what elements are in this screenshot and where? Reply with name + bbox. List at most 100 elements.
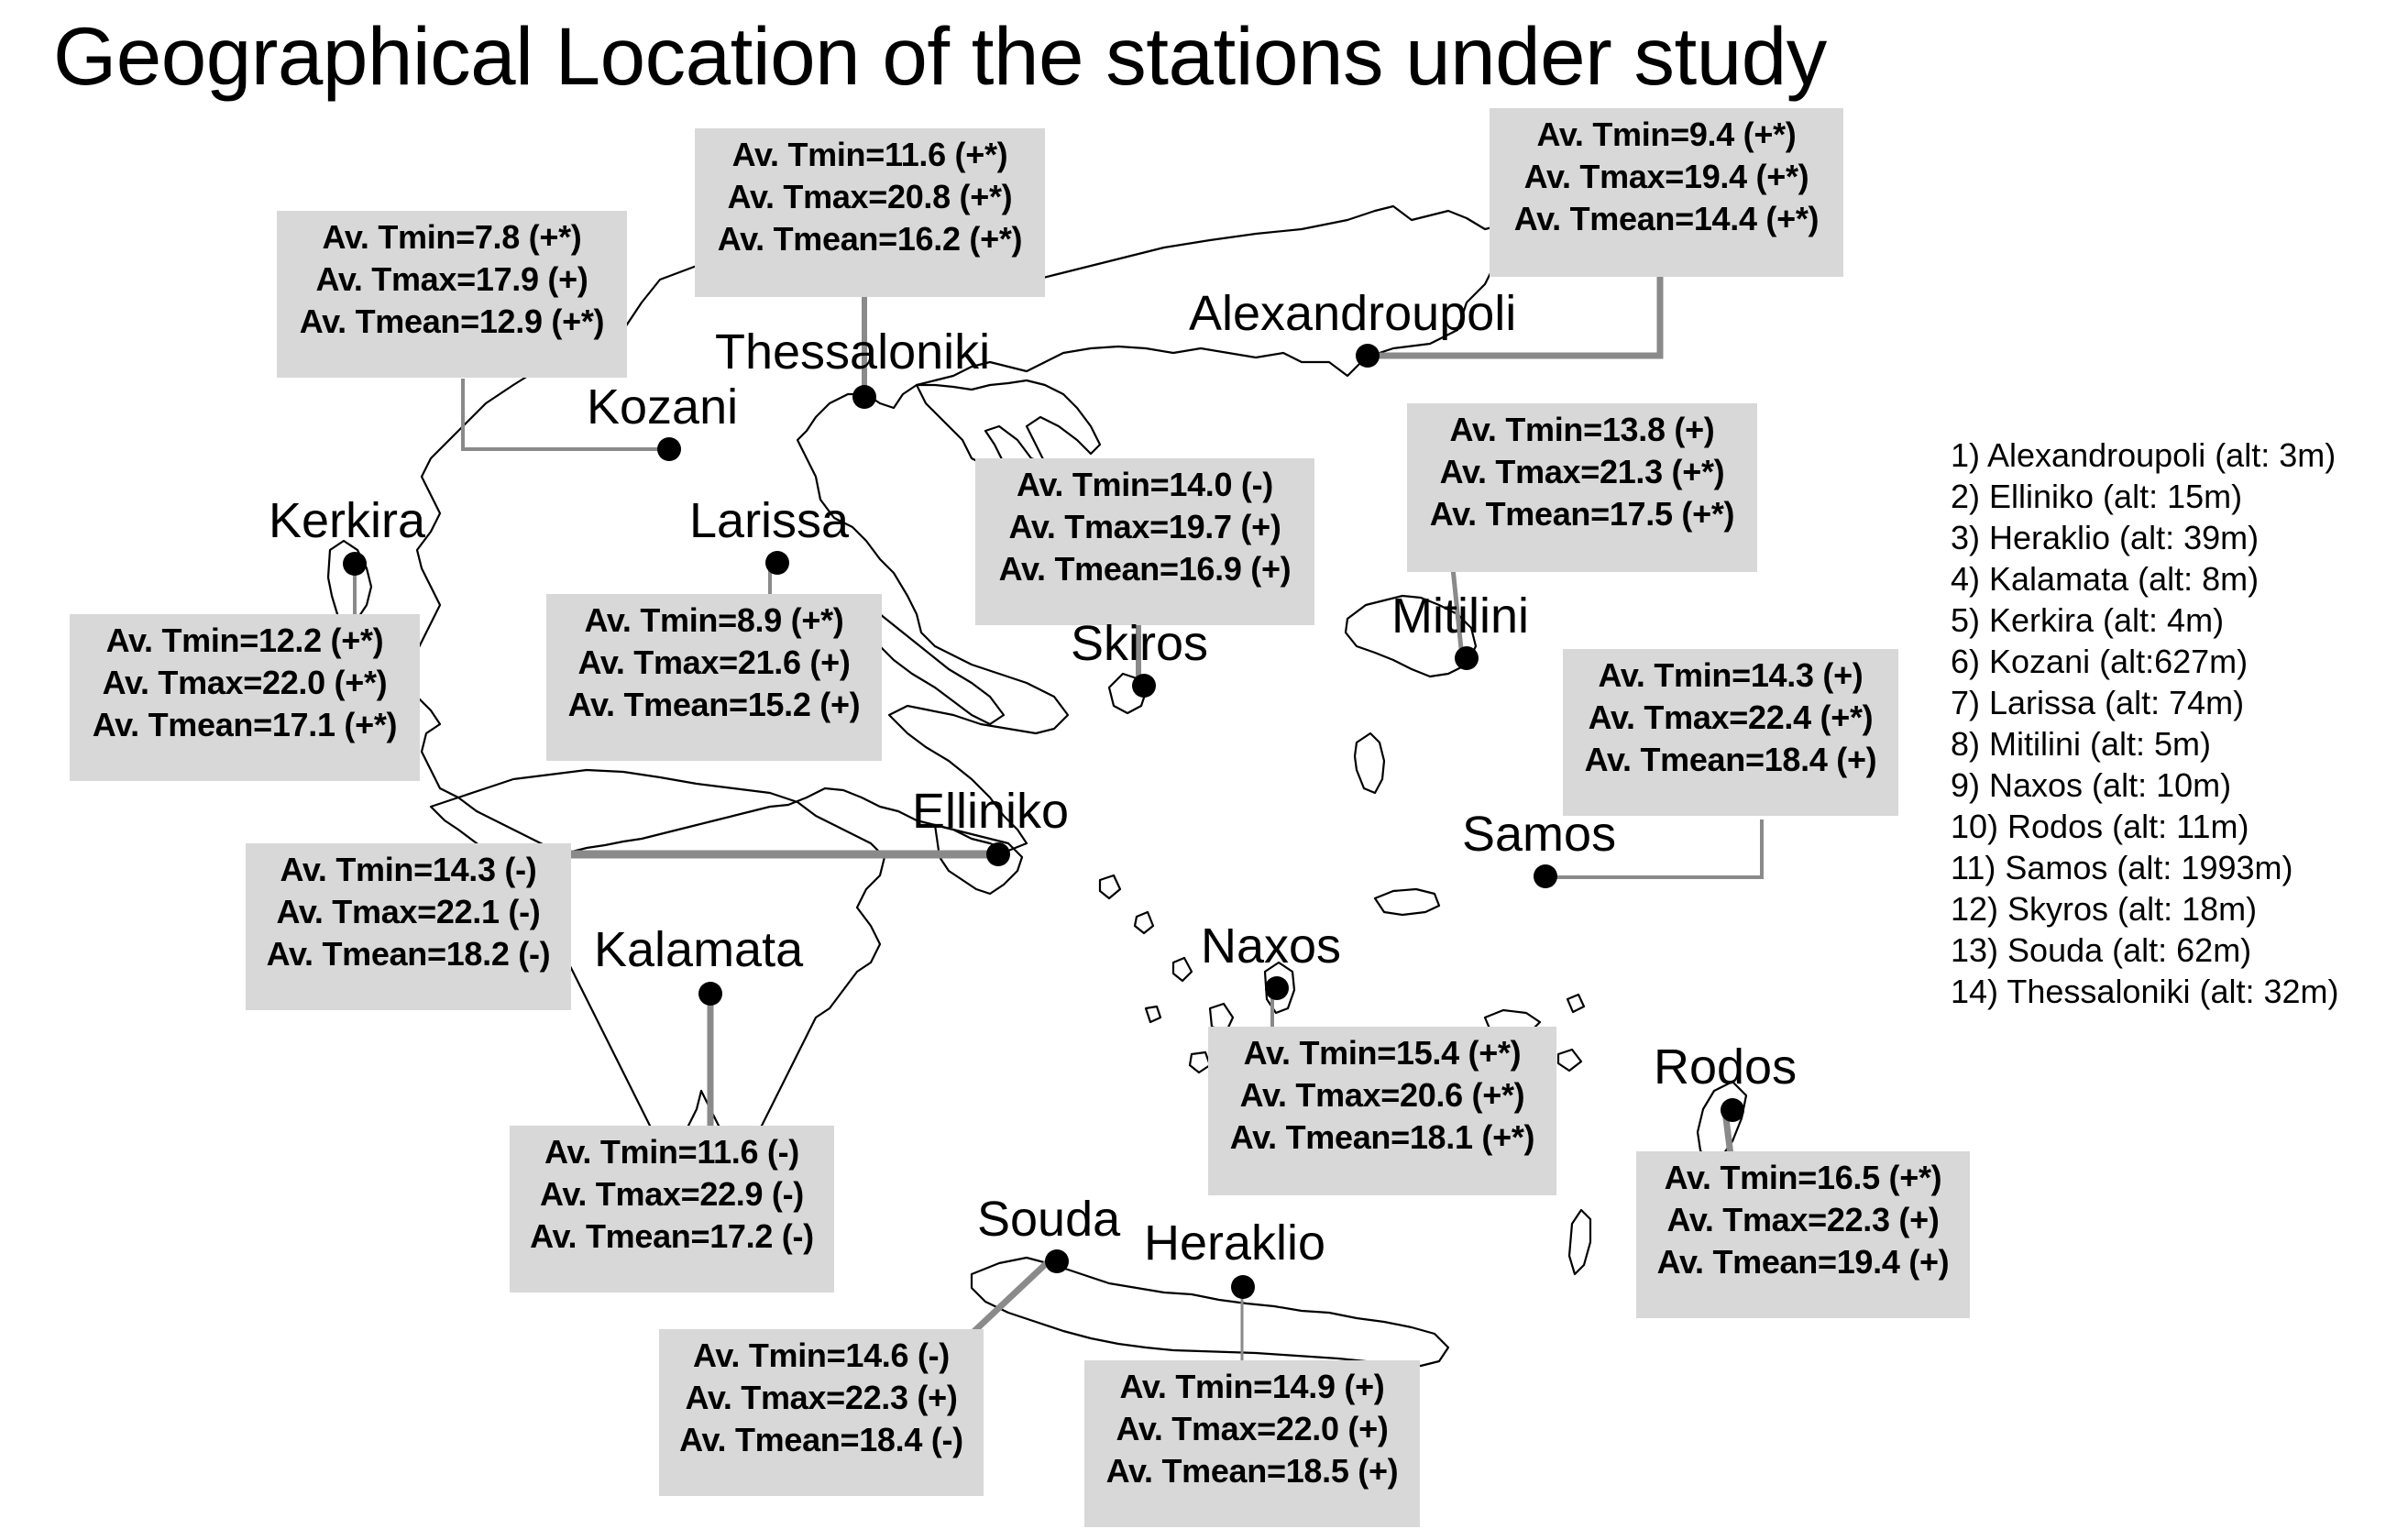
stat-tmin: Av. Tmin=13.8 (+) [1449, 411, 1715, 448]
legend-item: 1) Alexandroupoli (alt: 3m) [1951, 436, 2337, 474]
station-label-larissa: Larissa [689, 493, 850, 548]
stat-tmean: Av. Tmean=12.9 (+*) [299, 302, 605, 340]
legend-item: 12) Skyros (alt: 18m) [1951, 890, 2258, 928]
stat-tmin: Av. Tmin=12.2 (+*) [105, 622, 384, 659]
stat-tmean: Av. Tmean=17.2 (-) [530, 1217, 814, 1255]
legend-item: 4) Kalamata (alt: 8m) [1951, 560, 2260, 598]
stat-tmax: Av. Tmax=22.9 (-) [539, 1175, 804, 1213]
legend-item: 10) Rodos (alt: 11m) [1951, 808, 2249, 845]
stat-tmin: Av. Tmin=11.6 (+*) [731, 136, 1008, 173]
stat-tmin: Av. Tmin=14.9 (+) [1119, 1368, 1385, 1405]
station-marker-elliniko [986, 842, 1010, 866]
stat-tmax: Av. Tmax=22.3 (+) [685, 1379, 958, 1416]
legend-item: 6) Kozani (alt:627m) [1951, 643, 2249, 680]
connector-kozani [461, 379, 669, 451]
stat-tmean: Av. Tmean=19.4 (+) [1656, 1243, 1950, 1281]
info-box-thessaloniki: Av. Tmin=11.6 (+*) Av. Tmax=20.8 (+*) Av… [695, 128, 1045, 297]
stat-tmin: Av. Tmin=8.9 (+*) [584, 601, 844, 639]
station-marker-heraklio [1231, 1275, 1255, 1299]
connector-souda [971, 1257, 1053, 1335]
naxos-coastline [1263, 961, 1296, 1015]
station-label-kozani: Kozani [587, 380, 739, 434]
station-label-kalamata: Kalamata [594, 922, 804, 977]
station-label-heraklio: Heraklio [1144, 1216, 1326, 1270]
legend-item: 8) Mitilini (alt: 5m) [1951, 725, 2212, 763]
stat-tmin: Av. Tmin=14.3 (+) [1598, 656, 1864, 694]
kerkira-coastline [326, 539, 373, 625]
station-marker-rodos [1721, 1098, 1744, 1122]
stat-tmin: Av. Tmin=11.6 (-) [544, 1133, 799, 1171]
station-marker-skiros [1132, 674, 1156, 698]
info-box-souda: Av. Tmin=14.6 (-) Av. Tmax=22.3 (+) Av. … [659, 1329, 984, 1496]
stat-tmax: Av. Tmax=22.3 (+) [1666, 1201, 1940, 1238]
stat-tmean: Av. Tmean=18.4 (+) [1584, 741, 1877, 778]
stat-tmax: Av. Tmax=17.9 (+) [315, 260, 588, 298]
stat-tmin: Av. Tmin=15.4 (+*) [1243, 1034, 1522, 1072]
stat-tmax: Av. Tmax=22.0 (+*) [102, 664, 388, 701]
stat-tmax: Av. Tmax=19.7 (+) [1008, 508, 1281, 545]
stat-tmin: Av. Tmin=16.5 (+*) [1664, 1159, 1942, 1196]
legend-item: 7) Larissa (alt: 74m) [1951, 684, 2245, 721]
stat-tmax: Av. Tmax=21.3 (+*) [1439, 453, 1725, 490]
map-title: Geographical Location of the stations un… [53, 10, 1827, 102]
skiros-coastline [1107, 672, 1148, 715]
stat-tmean: Av. Tmean=17.1 (+*) [92, 706, 398, 743]
station-label-naxos: Naxos [1201, 918, 1342, 974]
station-label-rodos: Rodos [1654, 1040, 1798, 1094]
crete-coastline [970, 1256, 1450, 1368]
station-marker-souda [1045, 1249, 1069, 1273]
station-label-souda: Souda [977, 1192, 1121, 1247]
peloponnese-coastline [429, 768, 886, 1166]
stat-tmin: Av. Tmin=9.4 (+*) [1536, 116, 1797, 153]
chalkidiki-coastline [915, 379, 1102, 469]
connector-alexandroupoli [1361, 273, 1664, 359]
info-box-samos: Av. Tmin=14.3 (+) Av. Tmax=22.4 (+*) Av.… [1563, 649, 1898, 816]
station-marker-kozani [657, 437, 681, 461]
station-altitude-legend: 1) Alexandroupoli (alt: 3m) 2) Elliniko … [1951, 434, 2339, 1012]
stat-tmean: Av. Tmean=14.4 (+*) [1513, 200, 1820, 237]
legend-item: 11) Samos (alt: 1993m) [1951, 849, 2293, 886]
stat-tmax: Av. Tmax=22.0 (+) [1116, 1410, 1389, 1447]
stat-tmean: Av. Tmean=18.1 (+*) [1229, 1118, 1535, 1156]
info-box-alexandroupoli: Av. Tmin=9.4 (+*) Av. Tmax=19.4 (+*) Av.… [1490, 108, 1843, 277]
info-box-kerkira: Av. Tmin=12.2 (+*) Av. Tmax=22.0 (+*) Av… [70, 614, 420, 781]
station-marker-alexandroupoli [1356, 344, 1380, 368]
station-label-thessaloniki: Thessaloniki [715, 324, 991, 380]
station-marker-kalamata [698, 982, 722, 1006]
stat-tmean: Av. Tmean=16.2 (+*) [717, 220, 1023, 258]
mainland-coastline [406, 204, 1523, 854]
info-box-kozani: Av. Tmin=7.8 (+*) Av. Tmax=17.9 (+) Av. … [277, 211, 627, 378]
connector-mitilini [1450, 567, 1465, 658]
info-box-rodos: Av. Tmin=16.5 (+*) Av. Tmax=22.3 (+) Av.… [1636, 1151, 1970, 1318]
station-label-mitilini: Mitilini [1391, 588, 1530, 644]
station-label-alexandroupoli: Alexandroupoli [1189, 286, 1517, 341]
legend-item: 2) Elliniko (alt: 15m) [1951, 478, 2243, 515]
info-box-naxos: Av. Tmin=15.4 (+*) Av. Tmax=20.6 (+*) Av… [1208, 1027, 1556, 1195]
stat-tmin: Av. Tmin=14.6 (-) [693, 1336, 950, 1374]
stat-tmax: Av. Tmax=22.4 (+*) [1588, 698, 1874, 736]
legend-item: 5) Kerkira (alt: 4m) [1951, 601, 2225, 639]
info-box-larissa: Av. Tmin=8.9 (+*) Av. Tmax=21.6 (+) Av. … [546, 594, 882, 761]
info-box-skiros: Av. Tmin=14.0 (-) Av. Tmax=19.7 (+) Av. … [975, 458, 1314, 625]
stat-tmean: Av. Tmean=18.4 (-) [679, 1421, 963, 1458]
stat-tmin: Av. Tmin=14.3 (-) [280, 851, 537, 888]
karpathos-coastline [1567, 1208, 1592, 1276]
attica-coastline [933, 823, 1024, 896]
stat-tmean: Av. Tmean=18.5 (+) [1105, 1452, 1399, 1490]
info-box-kalamata: Av. Tmin=11.6 (-) Av. Tmax=22.9 (-) Av. … [510, 1126, 834, 1292]
chios-coastline [1353, 732, 1386, 795]
stat-tmean: Av. Tmean=17.5 (+*) [1429, 495, 1735, 533]
stat-tmax: Av. Tmax=22.1 (-) [276, 893, 541, 930]
connector-samos [1540, 820, 1764, 879]
stat-tmean: Av. Tmean=18.2 (-) [266, 935, 551, 973]
station-marker-thessaloniki [852, 385, 876, 409]
info-box-elliniko: Av. Tmin=14.3 (-) Av. Tmax=22.1 (-) Av. … [246, 843, 571, 1010]
station-label-kerkira: Kerkira [269, 493, 426, 548]
samos-coastline [1373, 887, 1441, 917]
stat-tmax: Av. Tmax=19.4 (+*) [1523, 158, 1809, 195]
info-box-mitilini: Av. Tmin=13.8 (+) Av. Tmax=21.3 (+*) Av.… [1407, 403, 1757, 572]
station-label-skiros: Skiros [1071, 616, 1209, 671]
stat-tmean: Av. Tmean=15.2 (+) [567, 686, 861, 723]
station-marker-samos [1534, 864, 1557, 888]
